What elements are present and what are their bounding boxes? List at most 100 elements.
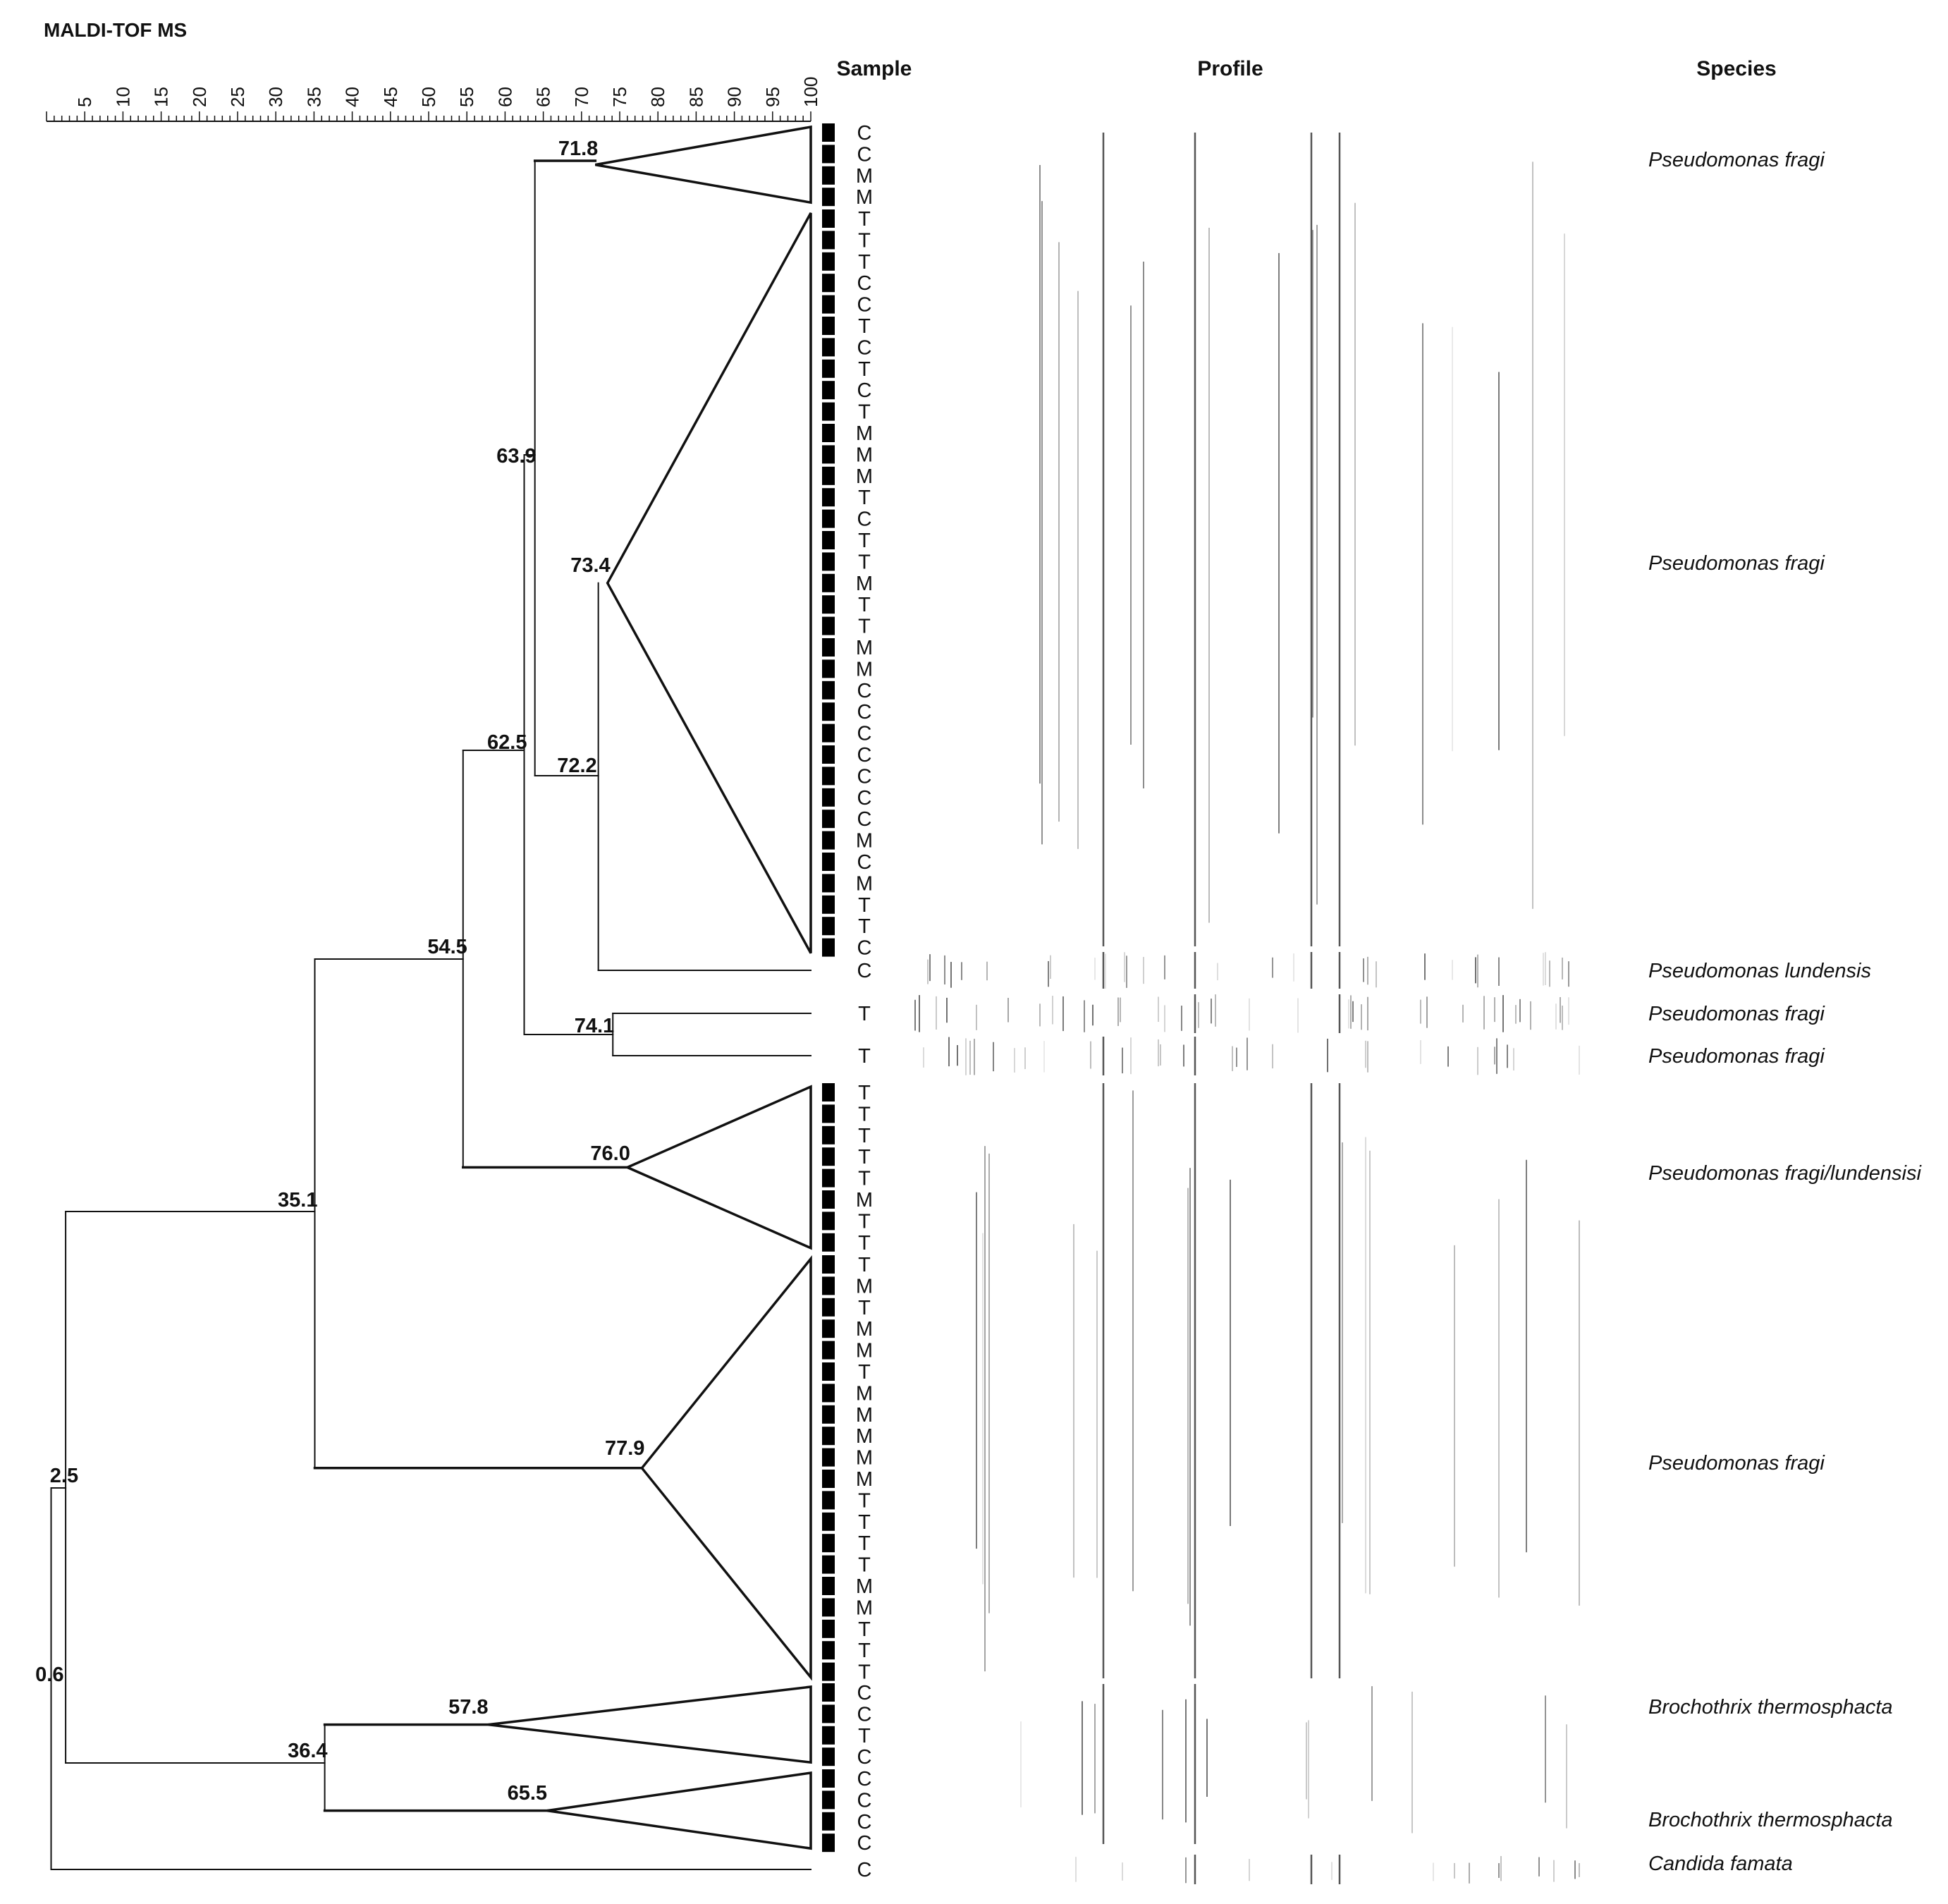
sample-letter-C: C xyxy=(857,508,872,531)
sample-letter-C: C xyxy=(857,294,872,317)
sample-markers xyxy=(822,123,835,1853)
sample-letter-C: C xyxy=(857,701,872,724)
sample-marker xyxy=(822,1619,835,1638)
sample-letter-C: C xyxy=(857,680,872,702)
sample-letter-M: M xyxy=(856,1275,873,1298)
sample-marker xyxy=(822,274,835,293)
sample-letter-M: M xyxy=(856,1404,873,1427)
sample-marker xyxy=(822,1255,835,1274)
sample-marker xyxy=(822,1534,835,1553)
node-label: 71.8 xyxy=(558,138,598,160)
cluster-triangle xyxy=(595,125,812,205)
sample-letter-T: T xyxy=(858,915,871,938)
sample-letter-M: M xyxy=(856,1447,873,1470)
sample-letter-T: T xyxy=(858,1168,871,1190)
species-label: Candida famata xyxy=(1648,1853,1793,1875)
sample-marker xyxy=(822,616,835,635)
sample-marker xyxy=(822,1641,835,1660)
species-label: Pseudomonas lundensis xyxy=(1648,960,1871,982)
node-label: 73.4 xyxy=(570,554,610,577)
sample-marker xyxy=(822,724,835,743)
sample-marker xyxy=(822,445,835,464)
sample-marker xyxy=(822,788,835,807)
sample-letter-M: M xyxy=(856,637,873,659)
sample-letter-T: T xyxy=(858,358,871,381)
sample-letter-C: C xyxy=(857,122,872,145)
sample-letter-M: M xyxy=(856,422,873,445)
sample-marker xyxy=(822,531,835,549)
scale-tick-label: 5 xyxy=(74,97,95,107)
sample-letter-M: M xyxy=(856,444,873,466)
sample-marker xyxy=(822,1168,835,1188)
sample-letter-T: T xyxy=(858,1210,871,1233)
scale-tick-label: 35 xyxy=(303,87,324,107)
sample-marker xyxy=(822,595,835,614)
sample-marker xyxy=(822,917,835,936)
sample-letter-T: T xyxy=(858,1725,871,1747)
sample-letter-T: T xyxy=(858,1082,871,1104)
sample-letter-M: M xyxy=(856,1318,873,1341)
sample-letter-T: T xyxy=(858,251,871,274)
sample-marker xyxy=(822,466,835,485)
sample-marker xyxy=(822,1512,835,1531)
sample-letter-T: T xyxy=(858,551,871,573)
sample-marker xyxy=(822,317,835,335)
sample-marker xyxy=(822,1491,835,1510)
sample-letter-M: M xyxy=(856,830,873,853)
sample-letter-C: C xyxy=(857,1703,872,1726)
sample-marker xyxy=(822,1448,835,1467)
scale-tick-label: 100 xyxy=(800,77,821,107)
sample-letter-M: M xyxy=(856,165,873,188)
sample-marker xyxy=(822,810,835,829)
sample-letter-T: T xyxy=(858,1125,871,1147)
sample-letter-T: T xyxy=(858,229,871,252)
sample-marker xyxy=(822,1147,835,1166)
sample-letter-T: T xyxy=(858,1640,871,1662)
sample-marker xyxy=(822,295,835,314)
sample-letter-T: T xyxy=(858,1146,871,1168)
sample-letter-T: T xyxy=(858,616,871,638)
sample-marker xyxy=(822,1212,835,1231)
sample-letter-T: T xyxy=(858,487,871,509)
species-label: Pseudomonas fragi xyxy=(1648,1003,1825,1025)
sample-letter-T: T xyxy=(858,1618,871,1641)
sample-letter-M: M xyxy=(856,573,873,595)
sample-marker xyxy=(822,145,835,164)
sample-letter-C: C xyxy=(857,1682,872,1704)
sample-letter-M: M xyxy=(856,465,873,488)
sample-letter-T: T xyxy=(858,401,871,424)
sample-letter-M: M xyxy=(856,1425,873,1448)
sample-letters: CCMMTTTCCTCTCTMMMTCTTMTTMMCCCCCCCMCMTTCC… xyxy=(856,122,873,1881)
sample-marker xyxy=(822,874,835,893)
node-label: 35.1 xyxy=(278,1189,317,1212)
sample-letter-M: M xyxy=(856,1575,873,1598)
cluster-triangle xyxy=(624,1085,812,1250)
node-label: 0.6 xyxy=(35,1664,63,1686)
sample-marker xyxy=(822,359,835,378)
sample-marker xyxy=(822,424,835,442)
sample-marker xyxy=(822,1683,835,1702)
sample-letter-C: C xyxy=(857,1768,872,1790)
scale-tick-label: 25 xyxy=(227,87,248,107)
dendrogram-tree: 71.863.973.462.572.254.574.176.035.177.9… xyxy=(35,125,812,1870)
sample-letter-T: T xyxy=(858,894,871,917)
sample-marker xyxy=(822,1812,835,1831)
sample-letter-C: C xyxy=(857,336,872,359)
node-label: 72.2 xyxy=(557,755,596,777)
sample-marker xyxy=(822,1704,835,1723)
sample-letter-M: M xyxy=(856,1468,873,1491)
scale-tick-label: 60 xyxy=(494,87,515,107)
scale-tick-label: 50 xyxy=(418,87,439,107)
sample-marker xyxy=(822,1233,835,1252)
sample-marker xyxy=(822,1598,835,1617)
sample-letter-C: C xyxy=(857,1746,872,1769)
profile-bands xyxy=(914,133,1580,1884)
sample-marker xyxy=(822,1384,835,1403)
node-label: 36.4 xyxy=(288,1740,327,1762)
scale-tick-label: 70 xyxy=(571,87,592,107)
scale-tick-label: 15 xyxy=(151,87,172,107)
sample-marker xyxy=(822,1341,835,1360)
scale-tick-label: 75 xyxy=(609,87,630,107)
species-label: Brochothrix thermosphacta xyxy=(1648,1696,1893,1719)
sample-letter-M: M xyxy=(856,186,873,209)
